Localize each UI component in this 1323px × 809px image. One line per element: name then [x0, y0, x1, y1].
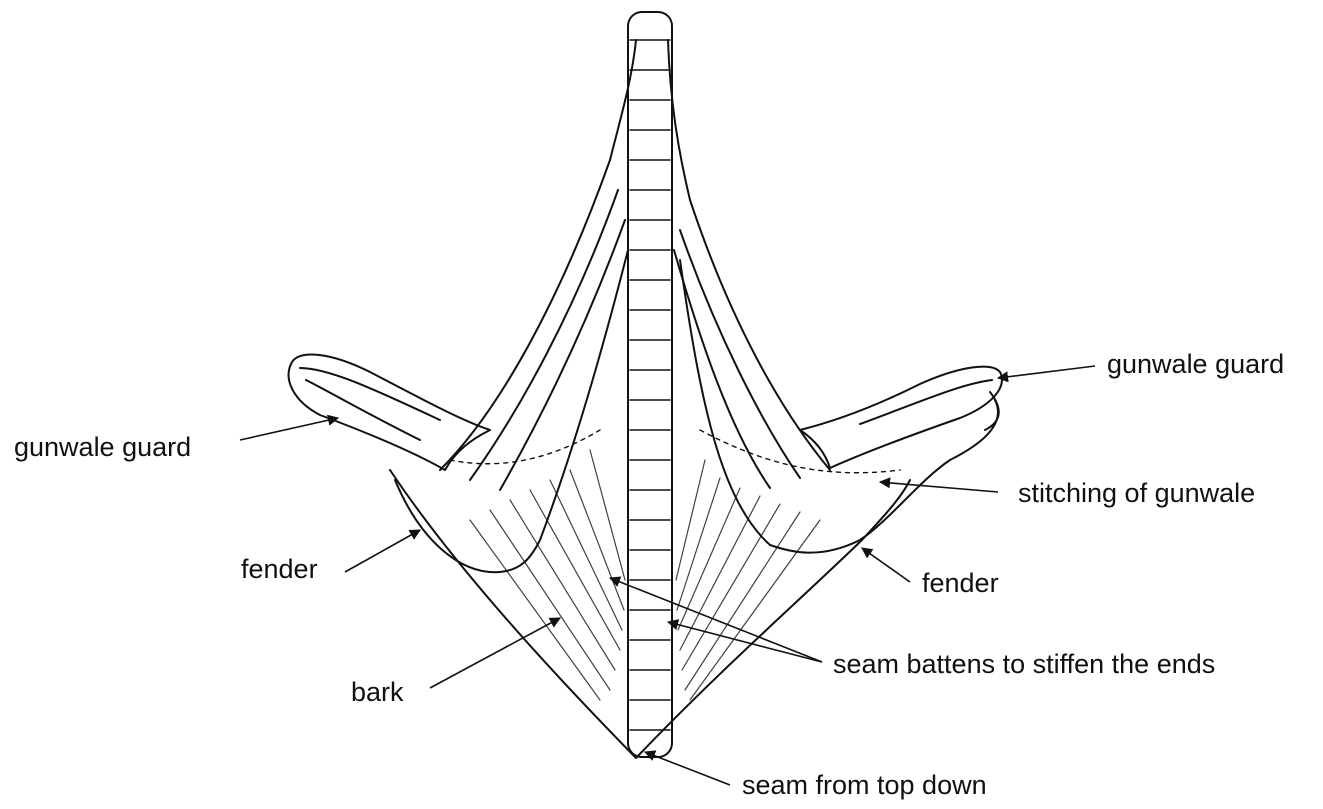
label-gunwale-guard-left: gunwale guard [14, 434, 191, 461]
label-seam-battens: seam battens to stiffen the ends [833, 651, 1215, 678]
left-fender [395, 250, 628, 572]
label-seam-from-top-down: seam from top down [742, 772, 987, 799]
label-fender-left: fender [241, 556, 318, 583]
label-gunwale-guard-right: gunwale guard [1107, 351, 1284, 378]
leader-seam-battens-2 [668, 622, 822, 662]
label-stitching-of-gunwale: stitching of gunwale [1018, 480, 1255, 507]
hull-outline [390, 470, 910, 758]
right-gunwale-guard-shape [800, 367, 1002, 468]
left-gunwale-guard-shape [289, 355, 490, 470]
label-bark: bark [351, 679, 404, 706]
label-fender-right: fender [922, 570, 999, 597]
leader-gunwale-guard-right [998, 366, 1095, 378]
leader-seam-battens-1 [610, 578, 822, 662]
leader-gunwale-guard-left [240, 418, 338, 440]
leader-fender-right [862, 548, 910, 582]
leader-fender-left [345, 530, 420, 572]
leader-seam-top-down [645, 752, 730, 785]
stem-batten [628, 12, 672, 757]
canoe-drawing [289, 12, 1002, 758]
leader-stitching [880, 482, 998, 492]
leader-bark [430, 618, 560, 688]
